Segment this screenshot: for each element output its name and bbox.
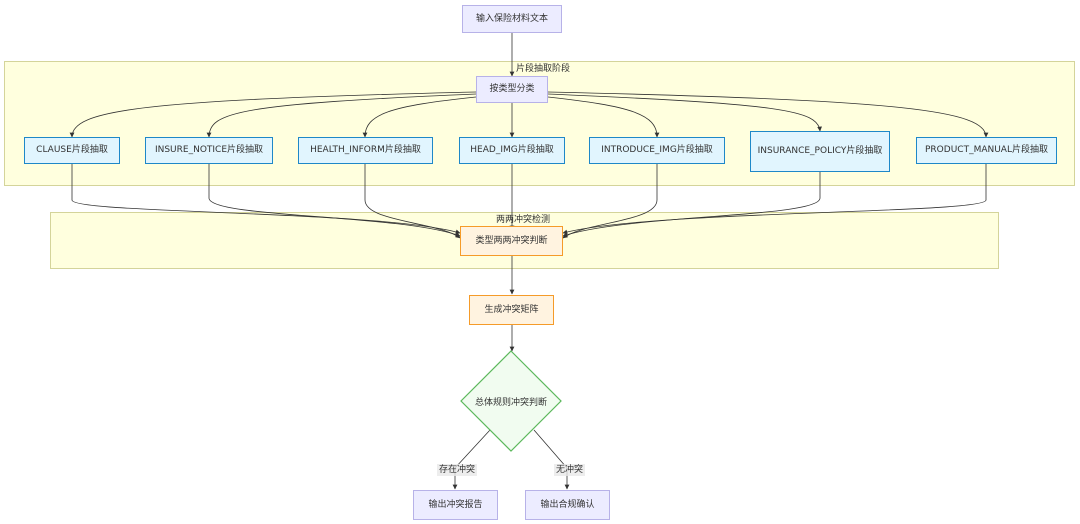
edge-classify-product-manual xyxy=(547,91,989,138)
edge-classify-introduce-img xyxy=(547,96,660,138)
node-input[interactable]: 输入保险材料文本 xyxy=(462,5,562,33)
cluster-title-extraction: 片段抽取阶段 xyxy=(516,64,571,74)
node-pairwise-judge[interactable]: 类型两两冲突判断 xyxy=(460,226,563,256)
edge-label-no-conflict: 无冲突 xyxy=(554,464,586,476)
edge-classify-clause xyxy=(69,91,477,138)
node-output-report[interactable]: 输出冲突报告 xyxy=(413,490,498,520)
edge-classify-insure-notice xyxy=(206,93,477,138)
edge-product-manual-pairwise xyxy=(562,164,987,235)
node-output-confirm[interactable]: 输出合规确认 xyxy=(525,490,610,520)
node-conflict-matrix[interactable]: 生成冲突矩阵 xyxy=(469,295,554,325)
edge-introduce-img-pairwise xyxy=(562,164,658,239)
edge-overall-confirm xyxy=(533,429,570,490)
edge-label-has-conflict: 存在冲突 xyxy=(437,464,478,476)
edge-clause-pairwise xyxy=(71,164,461,235)
node-product-manual-extract[interactable]: PRODUCT_MANUAL片段抽取 xyxy=(916,137,1057,164)
edge-overall-report xyxy=(452,429,491,490)
node-introduce-img-extract[interactable]: INTRODUCE_IMG片段抽取 xyxy=(589,137,725,164)
node-classify[interactable]: 按类型分类 xyxy=(476,76,548,103)
node-health-inform-extract[interactable]: HEALTH_INFORM片段抽取 xyxy=(298,137,433,164)
node-insurance-policy-extract[interactable]: INSURANCE_POLICY片段抽取 xyxy=(750,131,890,172)
edge-classify-insurance-policy xyxy=(547,93,822,132)
edge-health-inform-pairwise xyxy=(364,164,461,239)
node-overall-judge[interactable]: 总体规则冲突判断 xyxy=(474,397,547,408)
edge-insure-notice-pairwise xyxy=(208,164,461,237)
edge-classify-health-inform xyxy=(362,96,477,138)
node-head-img-extract[interactable]: HEAD_IMG片段抽取 xyxy=(459,137,565,164)
edge-insurance-policy-pairwise xyxy=(562,172,821,237)
cluster-title-conflict: 两两冲突检测 xyxy=(496,215,551,225)
node-clause-extract[interactable]: CLAUSE片段抽取 xyxy=(24,137,120,164)
node-insure-notice-extract[interactable]: INSURE_NOTICE片段抽取 xyxy=(145,137,273,164)
decision-diamond-shape xyxy=(460,350,562,452)
